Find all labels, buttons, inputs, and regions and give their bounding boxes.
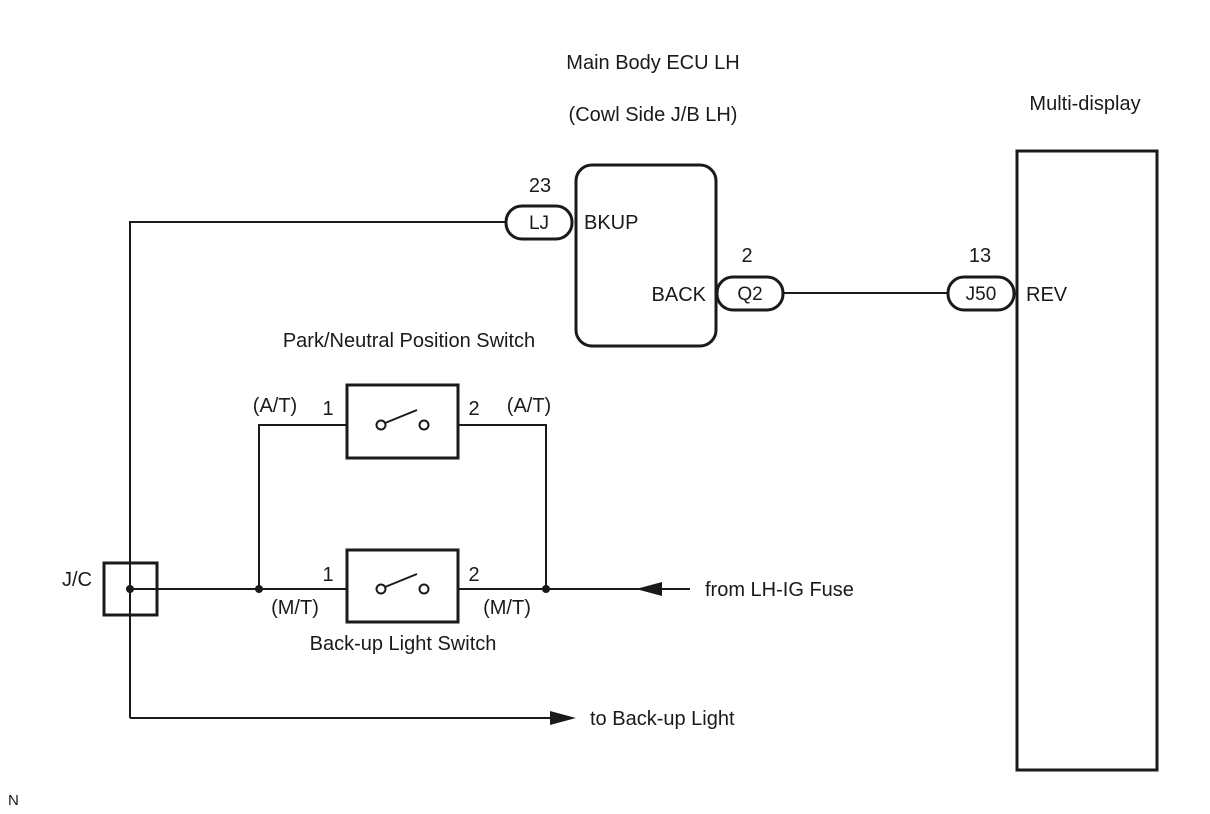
connector-q2-label: Q2 (737, 284, 762, 305)
backup-switch-tag-left: (M/T) (271, 597, 319, 619)
wire-at-branch-left (258, 424, 347, 589)
backup-switch-tag-right: (M/T) (483, 597, 531, 619)
corner-mark: N (8, 792, 19, 809)
backup-switch-contact-icon (375, 573, 430, 595)
arrow-to-light-icon (550, 711, 576, 725)
pnp-switch-title: Park/Neutral Position Switch (283, 330, 535, 352)
multi-display-rev-terminal: REV (1026, 284, 1068, 306)
connector-j50-pin: 13 (969, 245, 991, 267)
arrow-from-fuse-icon (636, 582, 662, 596)
ecu-title: Main Body ECU LH (566, 52, 739, 74)
pnp-switch-tag-right: (A/T) (507, 395, 551, 417)
pnp-switch-box (345, 383, 460, 460)
pnp-switch-tag-left: (A/T) (253, 395, 297, 417)
backup-switch-pin1: 1 (322, 564, 333, 586)
junction-box (102, 561, 159, 617)
wire-at-branch-right (458, 424, 547, 589)
pnp-switch-pin2: 2 (468, 398, 479, 420)
junction-label: J/C (62, 569, 92, 591)
ecu-box (574, 163, 718, 348)
connector-q2-pin: 2 (741, 245, 752, 267)
from-fuse-label: from LH-IG Fuse (705, 579, 854, 601)
ecu-back-terminal: BACK (652, 284, 707, 306)
ecu-bkup-terminal: BKUP (584, 212, 638, 234)
backup-switch-pin2: 2 (468, 564, 479, 586)
backup-switch-title: Back-up Light Switch (310, 633, 497, 655)
multi-display-box (1015, 149, 1159, 772)
backup-switch-box (345, 548, 460, 624)
connector-lj-pin: 23 (529, 175, 551, 197)
connector-j50 (946, 275, 1016, 312)
connector-lj-label: LJ (529, 213, 549, 234)
splice-dot-right (542, 585, 550, 593)
multi-display-title: Multi-display (1029, 93, 1140, 115)
ecu-subtitle: (Cowl Side J/B LH) (569, 104, 738, 126)
wire-jc-to-lj (129, 221, 508, 718)
to-light-label: to Back-up Light (590, 708, 735, 730)
splice-dot-jc (126, 585, 134, 593)
connector-lj (504, 204, 574, 241)
pnp-switch-pin1: 1 (322, 398, 333, 420)
splice-dot-left (255, 585, 263, 593)
pnp-switch-contact-icon (375, 409, 430, 431)
connector-q2 (715, 275, 785, 312)
connector-j50-label: J50 (966, 284, 997, 305)
